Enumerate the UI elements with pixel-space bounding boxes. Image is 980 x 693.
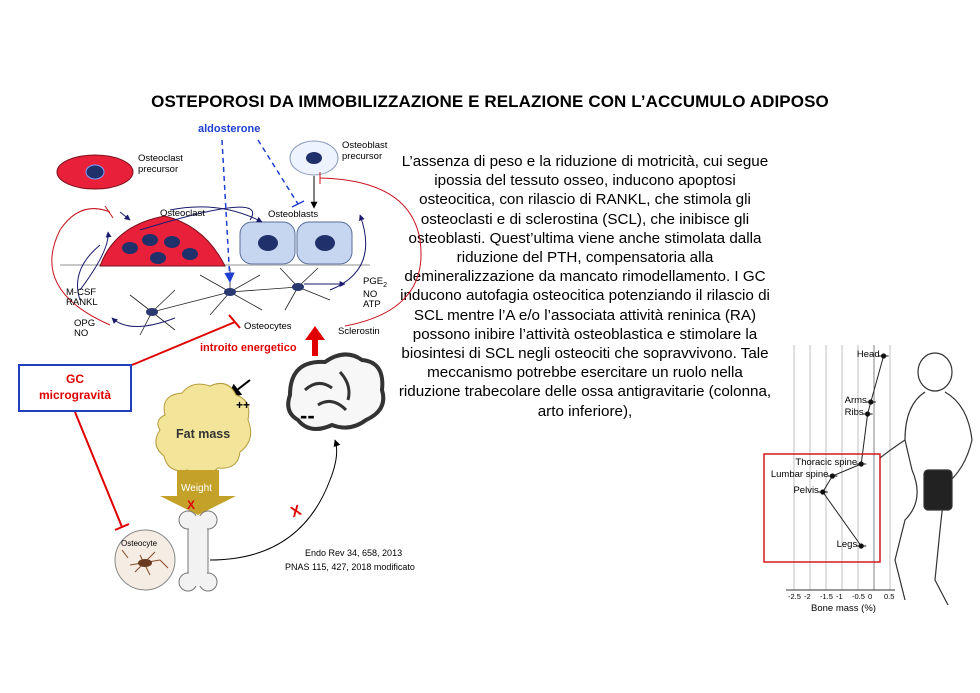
chart-category-label: Lumbar spine	[770, 469, 829, 480]
osteocytes-label: Osteocytes	[244, 321, 292, 332]
chart-tick-label: 0	[868, 592, 873, 601]
chart-category-label: Arms	[844, 395, 867, 406]
chart-tick-label: -2.5	[788, 592, 801, 601]
plusplus-label: ++	[236, 398, 251, 412]
osteocyte-label: Osteocyte	[121, 539, 158, 548]
aldosterone-label: aldosterone	[198, 123, 261, 135]
chart-tick-label: -1	[836, 592, 843, 601]
opg-label: OPG	[74, 318, 96, 329]
osteoblast-precursor-label-2: precursor	[342, 151, 383, 162]
chart-tick-label: -0.5	[852, 592, 865, 601]
x-mark-bone: X	[187, 498, 196, 512]
sclerostin-label: Sclerostin	[338, 326, 380, 337]
highlight-box	[763, 453, 881, 563]
fat-mass-icon	[155, 383, 252, 475]
chart-tick-label: -2	[804, 592, 811, 601]
weight-arrow	[177, 470, 219, 498]
osteocyte-network	[129, 267, 331, 336]
chart-category-label: Thoracic spine	[795, 457, 858, 468]
no-right-label: NO	[363, 289, 378, 300]
bone-icon	[178, 510, 218, 592]
chart-tick-label: -1.5	[820, 592, 833, 601]
chart-series-line	[822, 355, 885, 547]
introito-label: introito energetico	[200, 342, 297, 354]
chart-category-label: Legs	[836, 539, 858, 550]
reference-1: Endo Rev 34, 658, 2013	[305, 548, 403, 558]
osteoclast-label: Osteoclast	[160, 208, 205, 219]
gc-microgravity-box: GC microgravità	[18, 364, 132, 412]
mcsf-label: M-CSF	[66, 287, 97, 298]
chart-category-label: Pelvis	[793, 485, 819, 496]
osteoclast-precursor-label-1: Osteoclast	[138, 153, 183, 164]
rankl-label: RANKL	[66, 297, 98, 308]
page-title: OSTEPOROSI DA IMMOBILIZZAZIONE E RELAZIO…	[151, 92, 829, 111]
pge2-label: PGE2	[363, 276, 387, 289]
chart-category-label: Ribs	[844, 407, 864, 418]
human-figure-icon	[879, 352, 973, 606]
atp-label: ATP	[363, 299, 381, 310]
osteoclast-precursor-label-2: precursor	[138, 164, 179, 175]
osteoblasts-label: Osteoblasts	[268, 209, 319, 220]
fat-mass-label: Fat mass	[176, 427, 231, 441]
chart-tick-label: 0.5	[884, 592, 895, 601]
description-paragraph: L’assenza di peso e la riduzione di motr…	[398, 153, 772, 420]
minusminus-label: --	[300, 403, 315, 428]
osteoblast-precursor-label-1: Osteoblast	[342, 140, 388, 151]
bone-mass-chart	[786, 345, 895, 591]
chart-x-axis-label: Bone mass (%)	[811, 603, 876, 614]
chart-category-label: Head	[856, 349, 880, 360]
weight-label: Weight	[181, 483, 212, 494]
brain-icon	[286, 352, 386, 431]
no-left-label: NO	[74, 328, 89, 339]
reference-2: PNAS 115, 427, 2018 modificato	[285, 562, 415, 572]
